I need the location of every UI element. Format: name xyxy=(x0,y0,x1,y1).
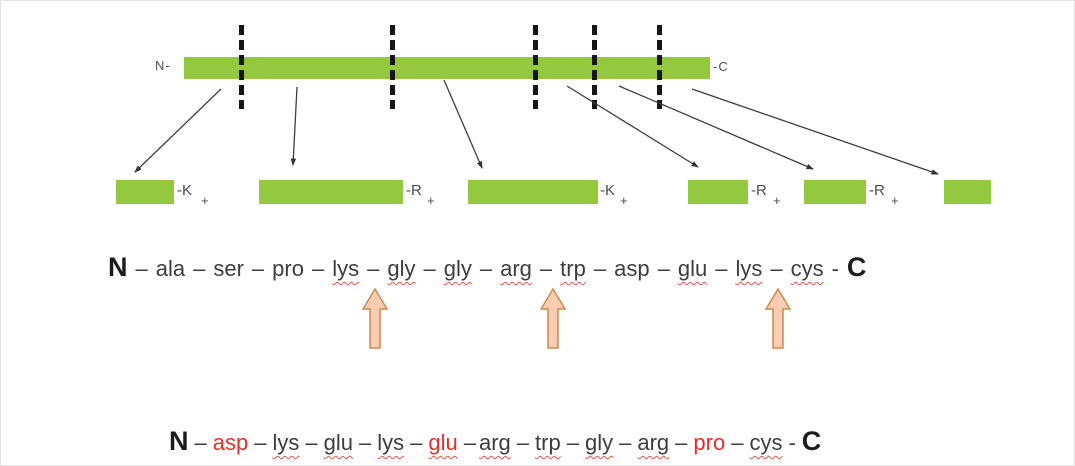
protein-n-terminus-label: N- xyxy=(155,58,171,73)
separator: – xyxy=(311,256,325,281)
n-terminus: N xyxy=(169,426,189,456)
residue: gly xyxy=(443,256,472,281)
fragment-charge-label: + xyxy=(427,193,435,208)
peptide-fragment xyxy=(468,180,598,204)
residue: arg xyxy=(637,430,670,455)
fragment-terminal-residue-label: -R xyxy=(406,182,422,199)
fragment-charge-label: + xyxy=(773,193,781,208)
cleavage-site-dashed-line xyxy=(592,25,597,109)
cleavage-site-dashed-line xyxy=(239,25,244,109)
fragment-charge-label: + xyxy=(201,193,209,208)
separator: - xyxy=(788,430,796,455)
residue: cys xyxy=(749,430,783,455)
separator: – xyxy=(657,256,670,281)
residue: gly xyxy=(584,430,614,455)
separator: – xyxy=(194,430,207,455)
residue: ala xyxy=(155,256,186,281)
cleavage-up-arrow xyxy=(765,288,791,349)
residue: arg xyxy=(478,430,511,455)
residue: lys xyxy=(377,430,405,455)
protein-c-terminus-label: -C xyxy=(713,59,729,74)
residue: trp xyxy=(535,430,561,455)
residue: trp xyxy=(560,256,586,281)
cleavage-site-dashed-line xyxy=(533,25,538,109)
cleavage-site-dashed-line xyxy=(657,25,662,109)
fragment-charge-label: + xyxy=(620,193,628,208)
residue: ser xyxy=(213,256,244,281)
residue: pro xyxy=(272,256,304,281)
fragment-charge-label: + xyxy=(891,193,899,208)
peptide-fragment xyxy=(116,180,174,204)
separator: – xyxy=(410,430,423,455)
separator: – xyxy=(193,256,206,281)
separator: – xyxy=(479,256,493,281)
residue: glu xyxy=(323,430,353,455)
separator: – xyxy=(675,430,688,455)
fragment-pointer-arrow xyxy=(443,79,483,169)
separator: – xyxy=(305,430,318,455)
fragment-terminal-residue-label: -R xyxy=(869,182,885,199)
fragment-terminal-residue-label: -R xyxy=(751,182,767,199)
c-terminus: C xyxy=(801,426,822,456)
fragment-terminal-residue-label: -K xyxy=(600,182,615,199)
separator: - xyxy=(831,256,839,281)
residue: arg xyxy=(500,256,532,281)
c-terminus: C xyxy=(846,252,867,282)
residue: glu xyxy=(428,430,458,455)
separator: – xyxy=(367,256,380,281)
separator: – xyxy=(135,256,148,281)
residue: gly xyxy=(387,256,416,281)
separator: – xyxy=(251,256,265,281)
separator: – xyxy=(463,430,476,455)
separator: – xyxy=(619,430,632,455)
n-terminus: N xyxy=(108,252,128,282)
residue: lys xyxy=(272,430,300,455)
peptide-sequence-bottom: N–asp–lys–glu–lys–glu–arg–trp–gly–arg–pr… xyxy=(166,426,824,457)
separator: – xyxy=(715,256,728,281)
cleavage-up-arrow xyxy=(362,288,388,349)
fragment-pointer-arrow xyxy=(134,88,222,173)
residue: lys xyxy=(735,256,763,281)
protein-bar xyxy=(184,57,710,79)
separator: – xyxy=(566,430,579,455)
peptide-sequence-top: N–ala–ser–pro–lys–gly–gly–arg–trp–asp–gl… xyxy=(104,252,870,283)
cleavage-up-arrow xyxy=(540,288,566,349)
fragment-pointer-arrow xyxy=(618,85,814,170)
residue: lys xyxy=(332,256,360,281)
peptide-fragment xyxy=(688,180,748,204)
fragment-pointer-arrow xyxy=(566,85,699,168)
peptide-fragment xyxy=(944,180,991,204)
separator: – xyxy=(731,430,744,455)
fragment-terminal-residue-label: -K xyxy=(177,182,192,199)
cleavage-site-dashed-line xyxy=(390,25,395,109)
residue: asp xyxy=(614,256,650,281)
residue: glu xyxy=(677,256,708,281)
separator: – xyxy=(358,430,372,455)
peptide-fragment xyxy=(804,180,866,204)
separator: – xyxy=(770,256,783,281)
fragment-pointer-arrow xyxy=(290,86,298,166)
peptide-fragment xyxy=(259,180,403,204)
separator: – xyxy=(423,256,436,281)
residue: pro xyxy=(693,430,726,455)
separator: – xyxy=(539,256,553,281)
separator: – xyxy=(593,256,607,281)
residue: asp xyxy=(212,430,249,455)
separator: – xyxy=(254,430,267,455)
fragment-pointer-arrow xyxy=(691,88,939,175)
residue: cys xyxy=(790,256,824,281)
separator: – xyxy=(516,430,530,455)
